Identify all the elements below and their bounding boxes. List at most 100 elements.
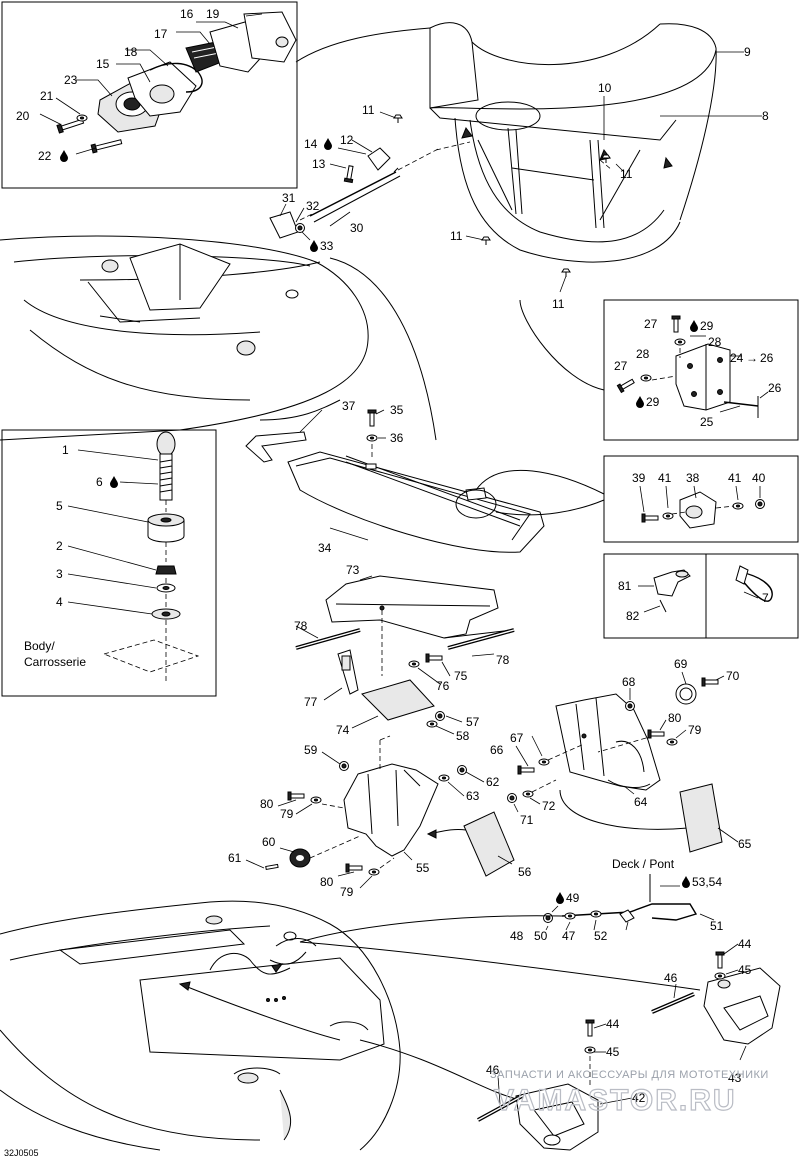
part-8: 8	[762, 109, 769, 123]
part-65: 65	[738, 837, 752, 851]
part-6: 6	[96, 475, 103, 489]
part-69: 69	[674, 657, 688, 671]
part-34: 34	[318, 541, 332, 555]
label-deck-pont: Deck / Pont	[612, 857, 675, 871]
part-72: 72	[542, 799, 556, 813]
cover-64	[507, 671, 739, 853]
part-56: 56	[518, 865, 532, 879]
grease-drop-icon	[110, 476, 118, 488]
part-5: 5	[56, 499, 63, 513]
hull-body-outline	[0, 235, 437, 441]
part-29-top: 29	[700, 319, 714, 333]
part-60: 60	[262, 835, 276, 849]
part-79-bottom: 79	[340, 885, 354, 899]
part-45-bottom: 45	[606, 1045, 620, 1059]
part-30: 30	[350, 221, 364, 235]
part-15: 15	[96, 57, 110, 71]
vents	[477, 943, 781, 1151]
part-40: 40	[752, 471, 766, 485]
part-42: 42	[632, 1091, 646, 1105]
part-24-arrow: →	[746, 351, 758, 365]
part-45-right: 45	[738, 963, 752, 977]
part-66: 66	[490, 743, 504, 757]
figure-code: 32J0505	[4, 1148, 39, 1158]
part-46-right: 46	[664, 971, 678, 985]
part-9: 9	[744, 45, 751, 59]
part-39: 39	[632, 471, 646, 485]
part-74: 74	[336, 723, 350, 737]
watermark: ЗАПЧАСТИ И АКСЕССУАРЫ ДЛЯ МОТОТЕХНИКИ VA…	[490, 1069, 769, 1118]
part-73: 73	[346, 563, 360, 577]
body-upper-outline	[269, 22, 762, 293]
part-51: 51	[710, 919, 724, 933]
part-21: 21	[40, 89, 54, 103]
part-44-right: 44	[738, 937, 752, 951]
part-55: 55	[416, 861, 430, 875]
part-14: 14	[304, 137, 318, 151]
part-3: 3	[56, 567, 63, 581]
part-28-left: 28	[636, 347, 650, 361]
watermark-text: ЗАПЧАСТИ И АКСЕССУАРЫ ДЛЯ МОТОТЕХНИКИ	[490, 1069, 769, 1081]
latch-detail-box	[1, 1, 298, 189]
part-80-right: 80	[668, 711, 682, 725]
bracket-detail-box	[519, 299, 799, 441]
grease-drop-icon	[556, 892, 564, 904]
part-52: 52	[594, 929, 608, 943]
part-61: 61	[228, 851, 242, 865]
grease-drop-icon	[324, 138, 332, 150]
part-31: 31	[282, 191, 296, 205]
part-2: 2	[56, 539, 63, 553]
part-number-labels: 16 19 17 18 15 23 21 20 22 9 10 8 11 11 …	[4, 7, 782, 1158]
part-11-top: 11	[362, 103, 375, 117]
part-38: 38	[686, 471, 700, 485]
part-47: 47	[562, 929, 576, 943]
part-20: 20	[16, 109, 30, 123]
part-78-left: 78	[294, 619, 308, 633]
part-12: 12	[340, 133, 354, 147]
part-32: 32	[306, 199, 320, 213]
bracket-55	[245, 735, 515, 889]
part-11-left: 11	[450, 229, 463, 243]
part-71: 71	[520, 813, 534, 827]
part-26: 26	[768, 381, 782, 395]
part-37: 37	[342, 399, 356, 413]
part-70: 70	[726, 669, 740, 683]
deck-line	[299, 874, 715, 943]
part-63: 63	[466, 789, 480, 803]
part-10: 10	[598, 81, 612, 95]
part-58: 58	[456, 729, 470, 743]
grease-drop-icon	[682, 876, 690, 888]
part-13: 13	[312, 157, 326, 171]
clips-detail-box	[603, 553, 799, 639]
part-11-bottom: 11	[552, 297, 565, 311]
part-79-right: 79	[688, 723, 702, 737]
label-carrosserie: Carrosserie	[24, 655, 86, 669]
part-28-top: 28	[708, 335, 722, 349]
grease-drop-icon	[310, 240, 318, 252]
part-81: 81	[618, 579, 632, 593]
part-25: 25	[700, 415, 714, 429]
part-62: 62	[486, 775, 500, 789]
part-79-left: 79	[280, 807, 294, 821]
part-17: 17	[154, 27, 168, 41]
part-1: 1	[62, 443, 69, 457]
part-18: 18	[124, 45, 138, 59]
part-75: 75	[454, 669, 468, 683]
part-16: 16	[180, 7, 194, 21]
part-57: 57	[466, 715, 480, 729]
part-76: 76	[436, 679, 450, 693]
part-29-left: 29	[646, 395, 660, 409]
part-53-54: 53,54	[692, 875, 722, 889]
grease-drop-icon	[690, 320, 698, 332]
watermark-logo: VAMASTOR.RU	[494, 1084, 737, 1117]
part-4: 4	[56, 595, 63, 609]
part-80-left: 80	[260, 797, 274, 811]
part-82: 82	[626, 609, 640, 623]
part-41-right: 41	[728, 471, 742, 485]
label-body: Body/	[24, 639, 55, 653]
part-24-to-26: 26	[760, 351, 774, 365]
deck-lower-outline	[0, 900, 701, 1151]
part-7: 7	[762, 591, 769, 605]
part-77: 77	[304, 695, 318, 709]
